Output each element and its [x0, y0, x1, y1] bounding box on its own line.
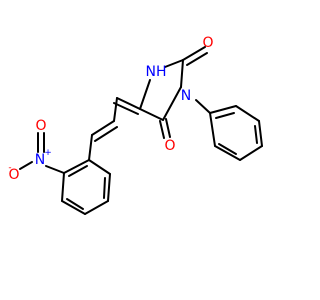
ph-bond-1: [209, 105, 237, 114]
bond-c2-n3: [180, 59, 184, 88]
ph-bond-2: [235, 105, 260, 122]
charge-nitro-n: +: [44, 148, 52, 158]
ar-bond-2: [107, 173, 111, 202]
atom-nitro-o-single: O: [8, 167, 19, 183]
ph-inner-3: [218, 143, 237, 155]
ph-bond-6: [209, 112, 216, 147]
atom-nh: NH: [146, 64, 167, 80]
phenyl-ring: [195, 99, 263, 161]
ar-inner-2: [66, 198, 84, 210]
ar-inner-1: [103, 177, 106, 199]
bond-nh-c2: [164, 59, 184, 68]
nitrophenyl-ring: [61, 159, 111, 215]
atom-n-ring: N: [181, 88, 191, 104]
ar-bond-1: [88, 159, 111, 175]
atom-carbonyl-o-bottom: O: [164, 138, 175, 154]
bond-c4-c5: [139, 108, 164, 121]
structure-drawing: O NH N O N + O O -: [8, 35, 263, 215]
bond-n-o-single: [19, 161, 33, 170]
ar-bond-6: [63, 159, 90, 174]
atom-carbonyl-o-top: O: [202, 35, 213, 51]
alkene-chain: [88, 97, 141, 161]
atom-nitro-n: N: [35, 152, 45, 168]
bond-c5-ca-b: [113, 102, 139, 115]
ph-inner-1: [215, 112, 235, 119]
bond-c4-o-a: [159, 120, 165, 139]
nitro-group: [19, 132, 65, 174]
charge-nitro-o: -: [8, 163, 11, 173]
bond-c5-ca-a: [116, 97, 141, 110]
ar-bond-3: [84, 200, 109, 215]
ph-inner-2: [254, 125, 258, 144]
bond-ca-cb: [113, 97, 118, 122]
ph-bond-5: [214, 145, 241, 161]
bond-c2-o-b: [186, 52, 208, 66]
bond-c4-o-b: [165, 118, 171, 138]
ph-bond-4: [239, 145, 263, 161]
bond-ar-no2: [45, 165, 65, 174]
bond-cb-cc-a: [91, 120, 115, 136]
bond-cc-ar: [88, 134, 93, 161]
molecule-diagram: O NH N O N + O O -: [8, 35, 263, 215]
bond-cb-cc-b: [94, 126, 118, 142]
ar-bond-4: [61, 200, 86, 215]
bond-n3-ph: [195, 99, 211, 114]
atom-nitro-o-double: O: [35, 118, 46, 134]
ar-bond-5: [61, 172, 65, 202]
bond-c5-nh: [139, 79, 151, 110]
ph-bond-3: [258, 120, 263, 147]
ar-inner-3: [68, 165, 88, 177]
bond-n3-c4: [162, 86, 182, 121]
bond-c2-o-a: [182, 46, 206, 61]
hydantoin-ring: [139, 46, 208, 139]
